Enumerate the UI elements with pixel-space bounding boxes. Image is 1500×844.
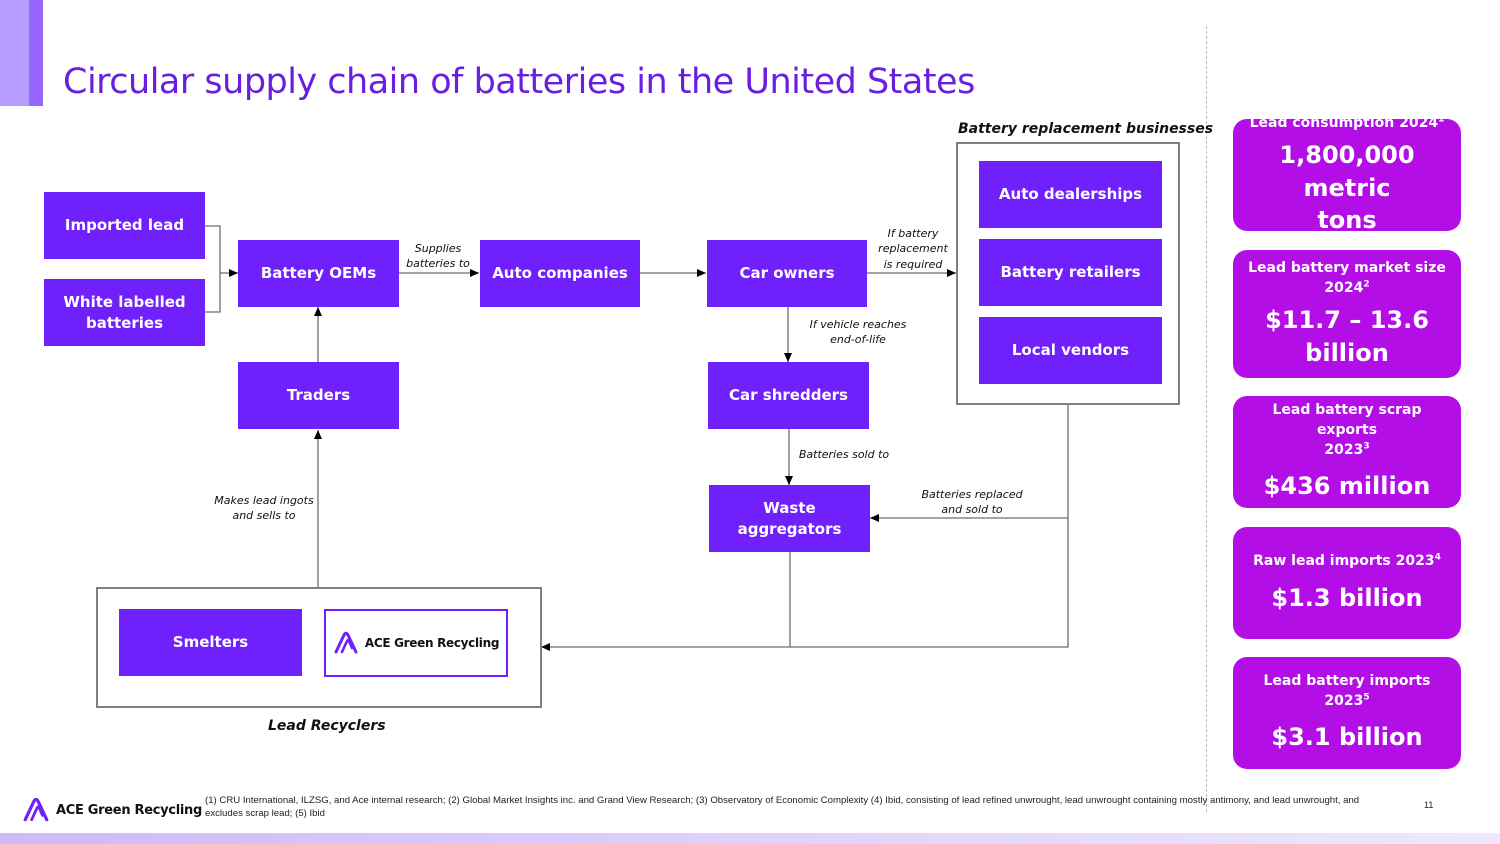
stat-card-raw-lead-imports: Raw lead imports 20234 $1.3 billion [1233, 527, 1461, 639]
group-lead-recyclers [96, 587, 542, 708]
node-label: Smelters [172, 633, 249, 652]
stat-label-text: Lead consumption 2024 [1249, 114, 1439, 131]
stat-card-lead-consumption: Lead consumption 20241 1,800,000 metric … [1233, 114, 1461, 234]
ace-logo-icon [23, 797, 49, 822]
stat-label-line: 2023 [1324, 441, 1364, 458]
node-label: Battery retailers [1000, 263, 1141, 282]
slide-title: Circular supply chain of batteries in th… [63, 62, 975, 102]
footnote-ref: 4 [1434, 552, 1441, 563]
edge-label-line: and sold to [941, 503, 1003, 517]
footer-gradient-bar [0, 833, 1500, 844]
node-label-line2: batteries [85, 313, 163, 332]
stat-value: 1,800,000 metric tons [1233, 139, 1461, 236]
edge-label-batteries-sold-to: Batteries sold to [798, 448, 890, 461]
stat-value-line: 1,800,000 metric [1279, 141, 1415, 202]
stat-value-line: tons [1317, 206, 1377, 234]
edge-label-lead-ingots: Makes lead ingots and sells to [210, 493, 318, 524]
edge-label-line: replacement [878, 242, 948, 256]
stat-label-line: 2024 [1324, 279, 1364, 296]
footnote-ref: 3 [1363, 440, 1370, 451]
node-car-shredders: Car shredders [708, 362, 869, 429]
header-accent-bar-dark [29, 0, 43, 106]
footnote-ref: 5 [1363, 692, 1370, 703]
node-traders: Traders [238, 362, 399, 429]
stat-card-scrap-exports: Lead battery scrap exports 20233 $436 mi… [1233, 396, 1461, 508]
footnote-ref: 2 [1363, 278, 1370, 289]
node-waste-aggregators: Waste aggregators [709, 485, 870, 552]
edge-label-line: If battery [887, 227, 939, 240]
stat-label-text: Raw lead imports 2023 [1253, 553, 1435, 569]
node-battery-retailers: Battery retailers [979, 239, 1162, 306]
stat-value: $11.7 – 13.6 billion [1255, 304, 1439, 369]
edge-label-supplies-batteries: Supplies batteries to [400, 241, 476, 272]
stat-label-text: Lead battery imports 2023 [1263, 673, 1431, 709]
stat-label: Lead battery market size 20242 [1236, 259, 1458, 298]
node-car-owners: Car owners [707, 240, 867, 307]
stat-label: Lead consumption 20241 [1238, 114, 1457, 134]
section-divider [1206, 26, 1207, 812]
footer-logo: ACE Green Recycling [22, 796, 202, 824]
stat-label: Raw lead imports 20234 [1241, 552, 1453, 572]
edge-label-if-battery-replacement: If battery replacement is required [868, 226, 958, 272]
node-label: Car shredders [729, 386, 848, 405]
node-label: Local vendors [1011, 341, 1130, 360]
edge-label-line: Supplies [414, 242, 462, 255]
edge-imported-lead-to-oems [205, 225, 221, 313]
node-label: Battery OEMs [260, 264, 377, 283]
stat-label-line: Lead battery scrap exports [1272, 402, 1422, 438]
node-smelters: Smelters [119, 609, 302, 676]
edge-label-line: Batteries replaced [921, 488, 1023, 501]
footnote-ref: 1 [1438, 113, 1445, 124]
node-label: Traders [286, 386, 351, 405]
stat-value: $436 million [1263, 472, 1431, 501]
ace-logo-icon [334, 631, 358, 654]
stat-label: Lead battery scrap exports 20233 [1233, 401, 1461, 460]
edge-label-line: and sells to [232, 509, 296, 523]
stat-value-line: $11.7 – 13.6 [1265, 306, 1429, 335]
page-number: 11 [1424, 800, 1434, 810]
group-battery-replacement-businesses [956, 142, 1180, 405]
edge-label-line: is required [883, 257, 943, 271]
stat-label-line: Lead battery market size [1248, 260, 1446, 277]
stat-value: $1.3 billion [1271, 583, 1423, 612]
node-white-labelled-batteries: White labelled batteries [44, 279, 205, 346]
footnote-sources: (1) CRU International, ILZSG, and Ace in… [205, 795, 1360, 820]
group-label-battery-replacement: Battery replacement businesses [958, 121, 1214, 137]
node-label: Car owners [739, 264, 835, 283]
node-battery-oems: Battery OEMs [238, 240, 399, 307]
node-auto-dealerships: Auto dealerships [979, 161, 1162, 228]
edge-label-line: Makes lead ingots [214, 494, 314, 507]
node-label: Imported lead [64, 216, 185, 235]
node-imported-lead: Imported lead [44, 192, 205, 259]
edge-label-batteries-replaced: Batteries replaced and sold to [912, 487, 1032, 518]
group-label-lead-recyclers: Lead Recyclers [268, 718, 386, 734]
stat-label: Lead battery imports 20235 [1233, 672, 1461, 711]
node-ace-green-recycling: ACE Green Recycling [324, 609, 508, 677]
node-label-line1: White labelled [63, 293, 186, 312]
node-label: Waste aggregators [737, 499, 842, 538]
stat-value-line: billion [1305, 338, 1389, 367]
footer-brand-name: ACE Green Recycling [56, 802, 202, 818]
node-label: Auto companies [492, 264, 628, 283]
stat-card-market-size: Lead battery market size 20242 $11.7 – 1… [1233, 250, 1461, 378]
node-auto-companies: Auto companies [480, 240, 640, 307]
ace-brand-label: ACE Green Recycling [364, 636, 500, 650]
edge-label-line: end-of-life [830, 333, 886, 347]
stat-value: $3.1 billion [1271, 723, 1423, 752]
node-label: Auto dealerships [998, 185, 1143, 204]
edge-label-end-of-life: If vehicle reaches end-of-life [800, 317, 916, 348]
stat-card-battery-imports: Lead battery imports 20235 $3.1 billion [1233, 657, 1461, 769]
edge-label-line: batteries to [406, 257, 470, 271]
node-local-vendors: Local vendors [979, 317, 1162, 384]
header-accent-bar-light [0, 0, 29, 106]
edge-label-line: If vehicle reaches [809, 318, 907, 331]
